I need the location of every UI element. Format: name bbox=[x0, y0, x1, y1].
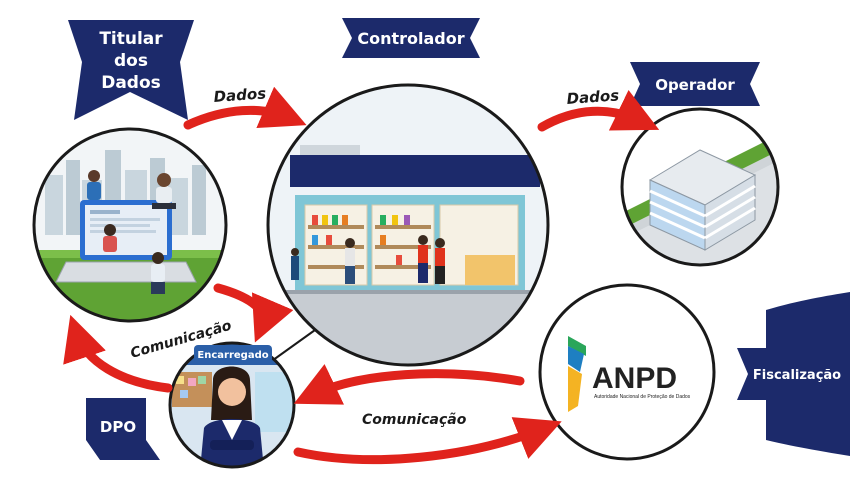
encarregado-badge-bg bbox=[194, 345, 272, 363]
titular-label-line-2: dos bbox=[114, 51, 148, 71]
dpo-label: DPO bbox=[100, 418, 136, 436]
flow-label-comunicacao-anpd: Comunicação bbox=[362, 412, 467, 428]
arrow-dpo-to-titular bbox=[63, 314, 173, 393]
encarregado-badge: Encarregado bbox=[197, 350, 268, 361]
fiscalizacao-banner: Fiscalização bbox=[737, 292, 850, 456]
operador-label: Operador bbox=[655, 76, 735, 94]
dpo-circle bbox=[168, 341, 296, 469]
store-illustration bbox=[268, 85, 548, 365]
arrow-anpd-to-dpo bbox=[293, 364, 525, 405]
controlador-banner: Controlador bbox=[342, 18, 480, 58]
controlador-label: Controlador bbox=[357, 29, 464, 48]
operador-circle bbox=[620, 107, 780, 267]
titular-label-line-3: Dados bbox=[101, 73, 161, 93]
anpd-logo-icon bbox=[568, 336, 586, 412]
flow-label-dados-left: Dados bbox=[213, 84, 267, 106]
building-illustration bbox=[622, 109, 778, 265]
operador-node bbox=[620, 107, 780, 267]
arrow-titular-to-dpo bbox=[213, 283, 294, 343]
titular-circle bbox=[32, 127, 228, 323]
anpd-logo-subtitle: Autoridade Nacional de Proteção de Dados bbox=[594, 394, 691, 400]
arrow-controlador-to-operador bbox=[537, 89, 660, 132]
controlador-node bbox=[266, 83, 550, 367]
anpd-circle bbox=[538, 283, 716, 461]
anpd-logo-text: ANPD bbox=[592, 362, 677, 395]
flow-label-dados-right: Dados bbox=[566, 86, 620, 108]
operador-banner: Operador bbox=[630, 62, 760, 106]
titular-illustration bbox=[34, 129, 226, 321]
dpo-node: Encarregado bbox=[168, 341, 296, 469]
arrow-titular-to-controlador bbox=[183, 86, 307, 130]
fiscalizacao-label: Fiscalização bbox=[753, 368, 841, 383]
anpd-node: ANPD Autoridade Nacional de Proteção de … bbox=[538, 283, 716, 461]
titular-label-line-1: Titular bbox=[99, 29, 163, 49]
dpo-banner: DPO bbox=[86, 398, 160, 460]
titular-node bbox=[32, 127, 228, 323]
titular-banner: Titular dos Dados bbox=[68, 20, 194, 120]
arrow-dpo-to-anpd bbox=[293, 417, 562, 465]
controlador-circle bbox=[266, 83, 550, 367]
